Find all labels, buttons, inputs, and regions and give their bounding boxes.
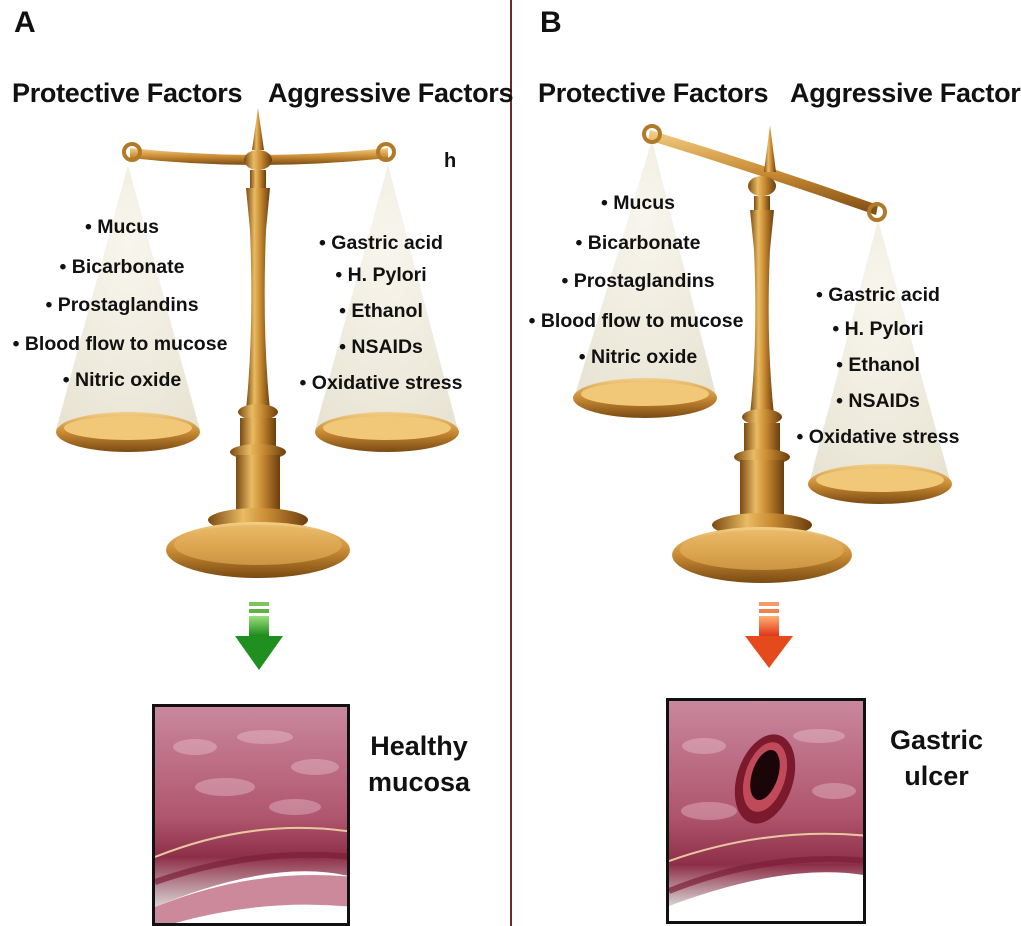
aggressive-item-b: • Ethanol [836, 354, 920, 377]
outcome-label-a: Healthy mucosa [368, 728, 470, 800]
panel-label-a: A [14, 6, 36, 40]
aggressive-item-a: • Gastric acid [319, 232, 443, 255]
gastric-ulcer-image [666, 698, 866, 924]
protective-item-a: • Mucus [85, 216, 159, 239]
aggressive-item-a: • NSAIDs [339, 336, 423, 359]
aggressive-item-a: • Ethanol [339, 300, 423, 323]
aggressive-item-b: • Gastric acid [816, 284, 940, 307]
outcome-line: mucosa [368, 764, 470, 800]
down-arrow-a [235, 602, 283, 670]
protective-item-a: • Prostaglandins [45, 294, 198, 317]
protective-item-a: • Bicarbonate [60, 256, 185, 279]
aggressive-item-b: • Oxidative stress [797, 426, 960, 449]
protective-item-a: • Blood flow to mucose [13, 333, 228, 356]
aggressive-item-b: • H. Pylori [832, 318, 923, 341]
outcome-line: Gastric [890, 722, 983, 758]
outcome-line: ulcer [890, 758, 983, 794]
healthy-mucosa-image [152, 704, 350, 926]
panel-label-b: B [540, 6, 562, 40]
panel-divider [510, 0, 512, 926]
protective-item-b: • Blood flow to mucose [529, 310, 744, 333]
aggressive-item-a: • Oxidative stress [300, 372, 463, 395]
protective-item-b: • Nitric oxide [579, 346, 697, 369]
protective-factors-heading-a: Protective Factors [12, 78, 242, 109]
protective-item-a: • Nitric oxide [63, 369, 181, 392]
protective-item-b: • Prostaglandins [561, 270, 714, 293]
stray-mark-a: h [444, 150, 456, 173]
aggressive-factors-heading-b: Aggressive Factors [790, 78, 1021, 109]
down-arrow-b [745, 602, 793, 668]
outcome-line: Healthy [368, 728, 470, 764]
aggressive-factors-heading-a: Aggressive Factors [268, 78, 513, 109]
protective-item-b: • Bicarbonate [576, 232, 701, 255]
aggressive-item-a: • H. Pylori [335, 264, 426, 287]
aggressive-item-b: • NSAIDs [836, 390, 920, 413]
outcome-label-b: Gastric ulcer [890, 722, 983, 794]
protective-factors-heading-b: Protective Factors [538, 78, 768, 109]
protective-item-b: • Mucus [601, 192, 675, 215]
